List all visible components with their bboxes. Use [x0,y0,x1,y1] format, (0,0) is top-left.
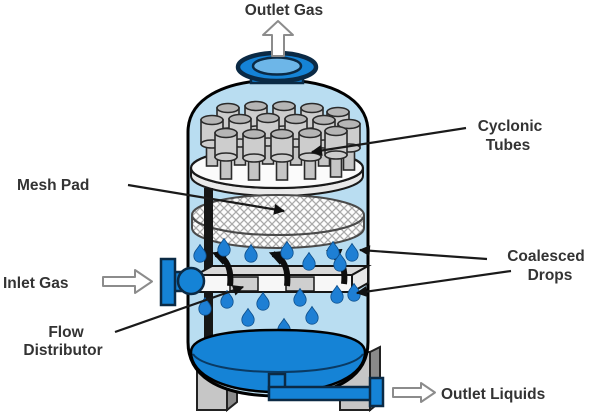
outlet-liquids-right-arrow [392,382,436,403]
cyclonic-tubes-label-line2: Tubes [486,137,531,154]
flow-distributor-label-line2: Distributor [23,342,102,359]
inlet-gas-right-arrow [102,269,153,294]
outlet-liquids-label: Outlet Liquids [441,386,545,403]
mesh-pad [191,194,365,249]
flow-distributor-label-line1: Flow [48,324,84,341]
outlet-flange [368,376,385,408]
outlet-gas-up-arrow [262,20,294,57]
inlet-gas-label: Inlet Gas [3,275,68,292]
mesh-pad-leader [127,183,286,215]
cyclonic-tubes-label-line1: Cyclonic [478,118,543,135]
flow-distributor-leader [114,285,245,334]
top-nozzle [235,50,319,85]
coalesced-drops-leader-lower [355,269,512,298]
inlet-nozzle [159,257,206,307]
liquid-pool [189,328,367,394]
mesh-pad-label: Mesh Pad [17,177,89,194]
outlet-gas-label: Outlet Gas [245,2,323,19]
outlet-pipe [267,372,385,408]
coalesced-drops-leader-upper [358,245,488,261]
coalesced-drops-label-line1: Coalesced [507,248,585,265]
cyclonic-tubes-leader [310,126,467,156]
coalesced-drops-label-line2: Drops [528,267,573,284]
cyclonic-tubes [200,100,361,181]
